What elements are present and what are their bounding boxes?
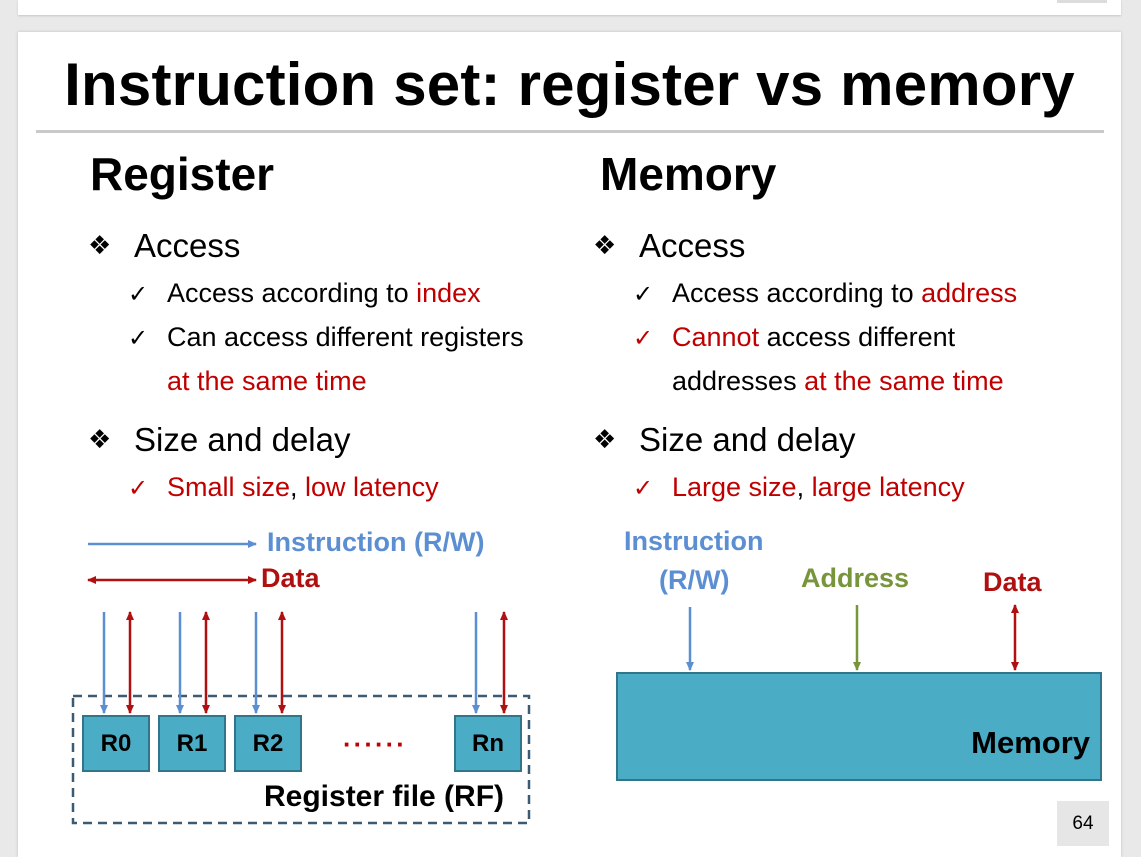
register-size-highlight-2: low latency	[305, 472, 439, 502]
register-size-separator: ,	[290, 472, 306, 502]
register-access-item-1-highlight: index	[416, 278, 481, 308]
register-heading: Register	[90, 148, 275, 200]
previous-slide-edge	[18, 0, 1121, 15]
register-access-item-2: Can access different registers	[167, 322, 524, 352]
check-mark-icon: ✓	[128, 325, 149, 352]
legend-instruction-label: Instruction (R/W)	[267, 527, 485, 557]
register-access-item-1: Access according to index	[167, 278, 481, 309]
check-mark-icon: ✓	[128, 281, 149, 308]
memory-access-item-1-text: Access according to	[672, 278, 922, 308]
check-mark-icon: ✓	[633, 281, 654, 308]
page-number: 64	[1057, 801, 1109, 846]
memory-access-item-2-line-2-highlight: at the same time	[804, 366, 1004, 396]
memory-address-label: Address	[801, 563, 910, 593]
register-ellipsis: ······	[343, 729, 407, 759]
memory-size-highlight-1: Large size	[672, 472, 797, 502]
check-mark-icon: ✓	[633, 475, 654, 502]
diamond-cluster-icon: ❖	[593, 230, 617, 260]
memory-heading: Memory	[600, 148, 777, 200]
register-rn: Rn	[454, 715, 522, 772]
memory-size-bullet: ❖ Size and delay	[593, 421, 855, 459]
memory-access-item-1-highlight: address	[921, 278, 1018, 308]
memory-access-label: Access	[639, 227, 746, 264]
memory-access-item-2-line-2-text: addresses	[672, 366, 805, 396]
check-mark-icon: ✓	[633, 325, 654, 352]
register-size-item: Small size, low latency	[167, 472, 439, 503]
slide: Instruction set: register vs memory Regi…	[18, 32, 1121, 857]
diagram-arrows	[71, 540, 1019, 825]
title-divider	[36, 130, 1104, 133]
register-access-label: Access	[134, 227, 241, 264]
memory-access-bullet: ❖ Access	[593, 227, 745, 265]
memory-access-item-2-text: access different	[759, 322, 956, 352]
diamond-cluster-icon: ❖	[88, 230, 112, 260]
register-size-bullet: ❖ Size and delay	[88, 421, 350, 459]
previous-slide-page-number	[1057, 0, 1107, 3]
slide-title: Instruction set: register vs memory	[64, 51, 1075, 118]
legend-data-label: Data	[261, 563, 320, 593]
memory-access-item-2-highlight: Cannot	[672, 322, 760, 352]
memory-block: Memory	[616, 672, 1102, 781]
memory-access-item-2: Cannot access different	[672, 322, 955, 353]
register-r1: R1	[158, 715, 226, 772]
diamond-cluster-icon: ❖	[593, 424, 617, 454]
register-file-boundary	[71, 694, 531, 825]
register-r2: R2	[234, 715, 302, 772]
memory-size-item: Large size, large latency	[672, 472, 965, 503]
memory-size-separator: ,	[796, 472, 812, 502]
memory-instruction-label-line-2: (R/W)	[659, 565, 730, 595]
memory-instruction-label: Instruction	[624, 526, 764, 556]
check-mark-icon: ✓	[128, 475, 149, 502]
register-size-highlight-1: Small size	[167, 472, 291, 502]
memory-access-item-2-line-2: addresses at the same time	[672, 366, 1004, 397]
memory-size-highlight-2: large latency	[811, 472, 965, 502]
register-file-label: Register file (RF)	[264, 780, 505, 813]
memory-size-label: Size and delay	[639, 421, 856, 458]
register-size-label: Size and delay	[134, 421, 351, 458]
register-access-item-2-highlight: at the same time	[167, 366, 367, 396]
memory-access-item-1: Access according to address	[672, 278, 1017, 309]
register-access-item-1-text: Access according to	[167, 278, 417, 308]
register-r0: R0	[82, 715, 150, 772]
memory-block-label: Memory	[971, 725, 1090, 760]
memory-data-label: Data	[983, 567, 1042, 597]
diamond-cluster-icon: ❖	[88, 424, 112, 454]
register-access-bullet: ❖ Access	[88, 227, 240, 265]
